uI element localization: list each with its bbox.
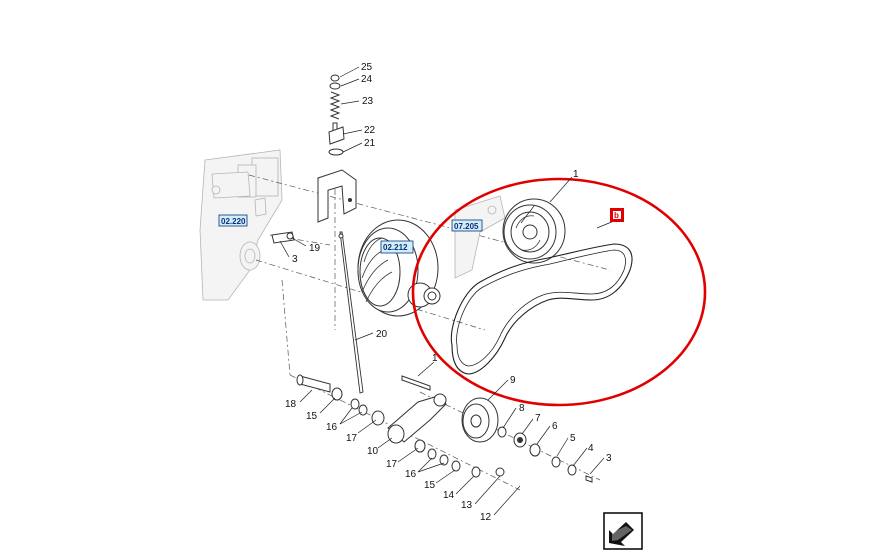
part-label: 12 (480, 512, 492, 523)
part-label: 18 (285, 399, 297, 410)
tension-rod (338, 231, 364, 394)
part-label: 15 (424, 480, 436, 491)
callout-leader-lines (279, 66, 615, 516)
fan-pulley (502, 198, 566, 264)
part-label: 16 (405, 469, 417, 480)
reference-tag-02-212[interactable]: 02.212 (380, 240, 414, 254)
idler-pulley-assembly (296, 374, 593, 483)
part-label: 7 (535, 413, 541, 424)
idler-bracket (454, 195, 506, 279)
svg-text:07.205: 07.205 (454, 222, 479, 231)
part-label: 14 (443, 490, 455, 501)
part-label: 13 (461, 500, 473, 511)
tension-spring-assembly (317, 74, 357, 223)
part-label: 24 (361, 74, 373, 85)
part-label: 3 (606, 453, 612, 464)
bolt-19 (271, 231, 295, 244)
reference-tag-02-220[interactable]: 02.220 (218, 214, 248, 227)
part-label: 22 (364, 125, 376, 136)
belt-highlight-region (411, 177, 707, 407)
part-label: 6 (552, 421, 558, 432)
part-label: 19 (309, 243, 321, 254)
navigate-next-arrow-icon[interactable] (603, 512, 643, 550)
part-label: 3 (292, 254, 298, 265)
part-label: 21 (364, 138, 376, 149)
part-label: 9 (510, 375, 516, 386)
reference-tag-07-205[interactable]: 07.205 (451, 219, 483, 232)
belt-marker-tag[interactable]: b (610, 208, 624, 222)
part-label: 1 (432, 353, 438, 364)
part-number-labels: 25 24 23 22 21 1 19 3 20 1 9 18 15 16 17… (285, 62, 612, 523)
part-label: 17 (346, 433, 358, 444)
part-label: 4 (588, 443, 594, 454)
svg-text:02.220: 02.220 (221, 217, 246, 226)
drive-belt (450, 243, 633, 375)
part-label: 5 (570, 433, 576, 444)
part-label: 23 (362, 96, 374, 107)
part-label: 1 (573, 169, 579, 180)
part-label: 20 (376, 329, 388, 340)
crankshaft-pulley (357, 219, 441, 317)
svg-text:02.212: 02.212 (383, 243, 408, 252)
part-label: 15 (306, 411, 318, 422)
part-label: 17 (386, 459, 398, 470)
svg-text:b: b (614, 211, 619, 220)
part-label: 10 (367, 446, 379, 457)
part-label: 25 (361, 62, 373, 73)
part-label: 16 (326, 422, 338, 433)
part-label: 8 (519, 403, 525, 414)
